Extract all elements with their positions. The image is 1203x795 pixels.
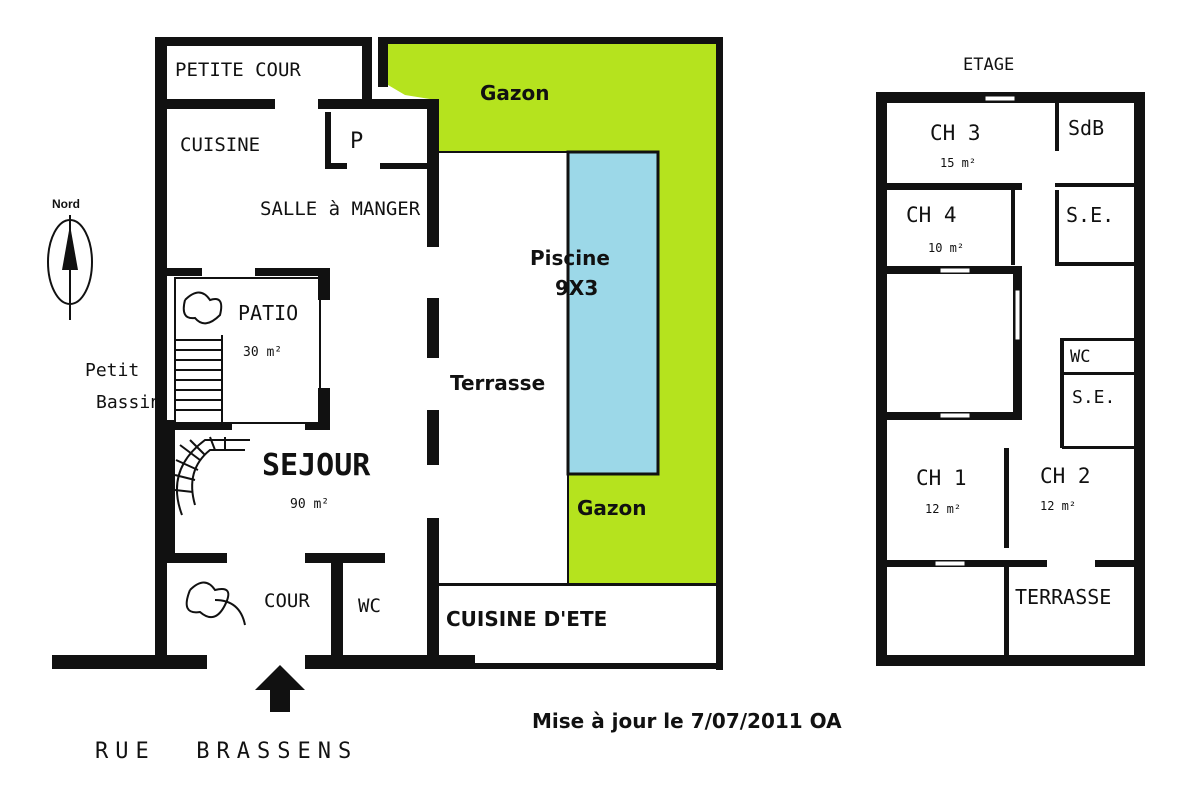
se-top-label: S.E. — [1066, 203, 1114, 227]
north-label: Nord — [52, 197, 80, 211]
ch4-label: CH 4 — [906, 203, 957, 227]
entrance-arrow-icon — [255, 665, 305, 712]
wc-label: WC — [358, 595, 381, 617]
terrasse-label: Terrasse — [450, 371, 545, 395]
gazon-top-label: Gazon — [480, 81, 550, 105]
terrasse-upper-label: TERRASSE — [1015, 585, 1111, 609]
se-bottom-label: S.E. — [1072, 387, 1115, 408]
ch2-area-label: 12 m² — [1040, 499, 1076, 513]
north-arrow-icon — [47, 215, 93, 320]
cour-label: COUR — [264, 590, 310, 612]
cuisine-ete-label: CUISINE D'ETE — [446, 607, 607, 631]
sejour-label: SEJOUR — [262, 448, 371, 483]
piscine-size-label: 9X3 — [555, 276, 598, 300]
ch2-label: CH 2 — [1040, 464, 1091, 488]
cuisine-label: CUISINE — [180, 134, 260, 156]
patio-area-label: 30 m² — [243, 345, 282, 360]
patio-stairs — [174, 277, 321, 626]
ch3-label: CH 3 — [930, 121, 981, 145]
ch3-area-label: 15 m² — [940, 156, 976, 170]
ch1-area-label: 12 m² — [925, 502, 961, 516]
wc-upper-label: WC — [1070, 347, 1090, 367]
etage-title: ETAGE — [963, 55, 1014, 75]
salle-a-manger-label: SALLE à MANGER — [260, 198, 421, 220]
upper-floor-walls — [876, 92, 1145, 666]
ch4-area-label: 10 m² — [928, 241, 964, 255]
sejour-area-label: 90 m² — [290, 497, 329, 512]
patio-label: PATIO — [238, 301, 298, 325]
petit-bassin-label-2: Bassin — [96, 392, 161, 413]
street-label: RUE BRASSENS — [95, 739, 358, 764]
pool — [566, 150, 660, 476]
petit-bassin-label-1: Petit — [85, 360, 139, 381]
piscine-label: Piscine — [530, 246, 610, 270]
gazon-bottom-label: Gazon — [577, 496, 647, 520]
sdb-label: SdB — [1068, 116, 1104, 140]
update-note: Mise à jour le 7/07/2011 OA — [532, 709, 842, 733]
ch1-label: CH 1 — [916, 466, 967, 490]
ground-floor-walls — [52, 37, 723, 670]
terrace-outline — [438, 151, 569, 585]
petite-cour-label: PETITE COUR — [175, 59, 301, 81]
upper-floor-windows — [934, 95, 1021, 567]
pantry-label: P — [350, 129, 363, 154]
